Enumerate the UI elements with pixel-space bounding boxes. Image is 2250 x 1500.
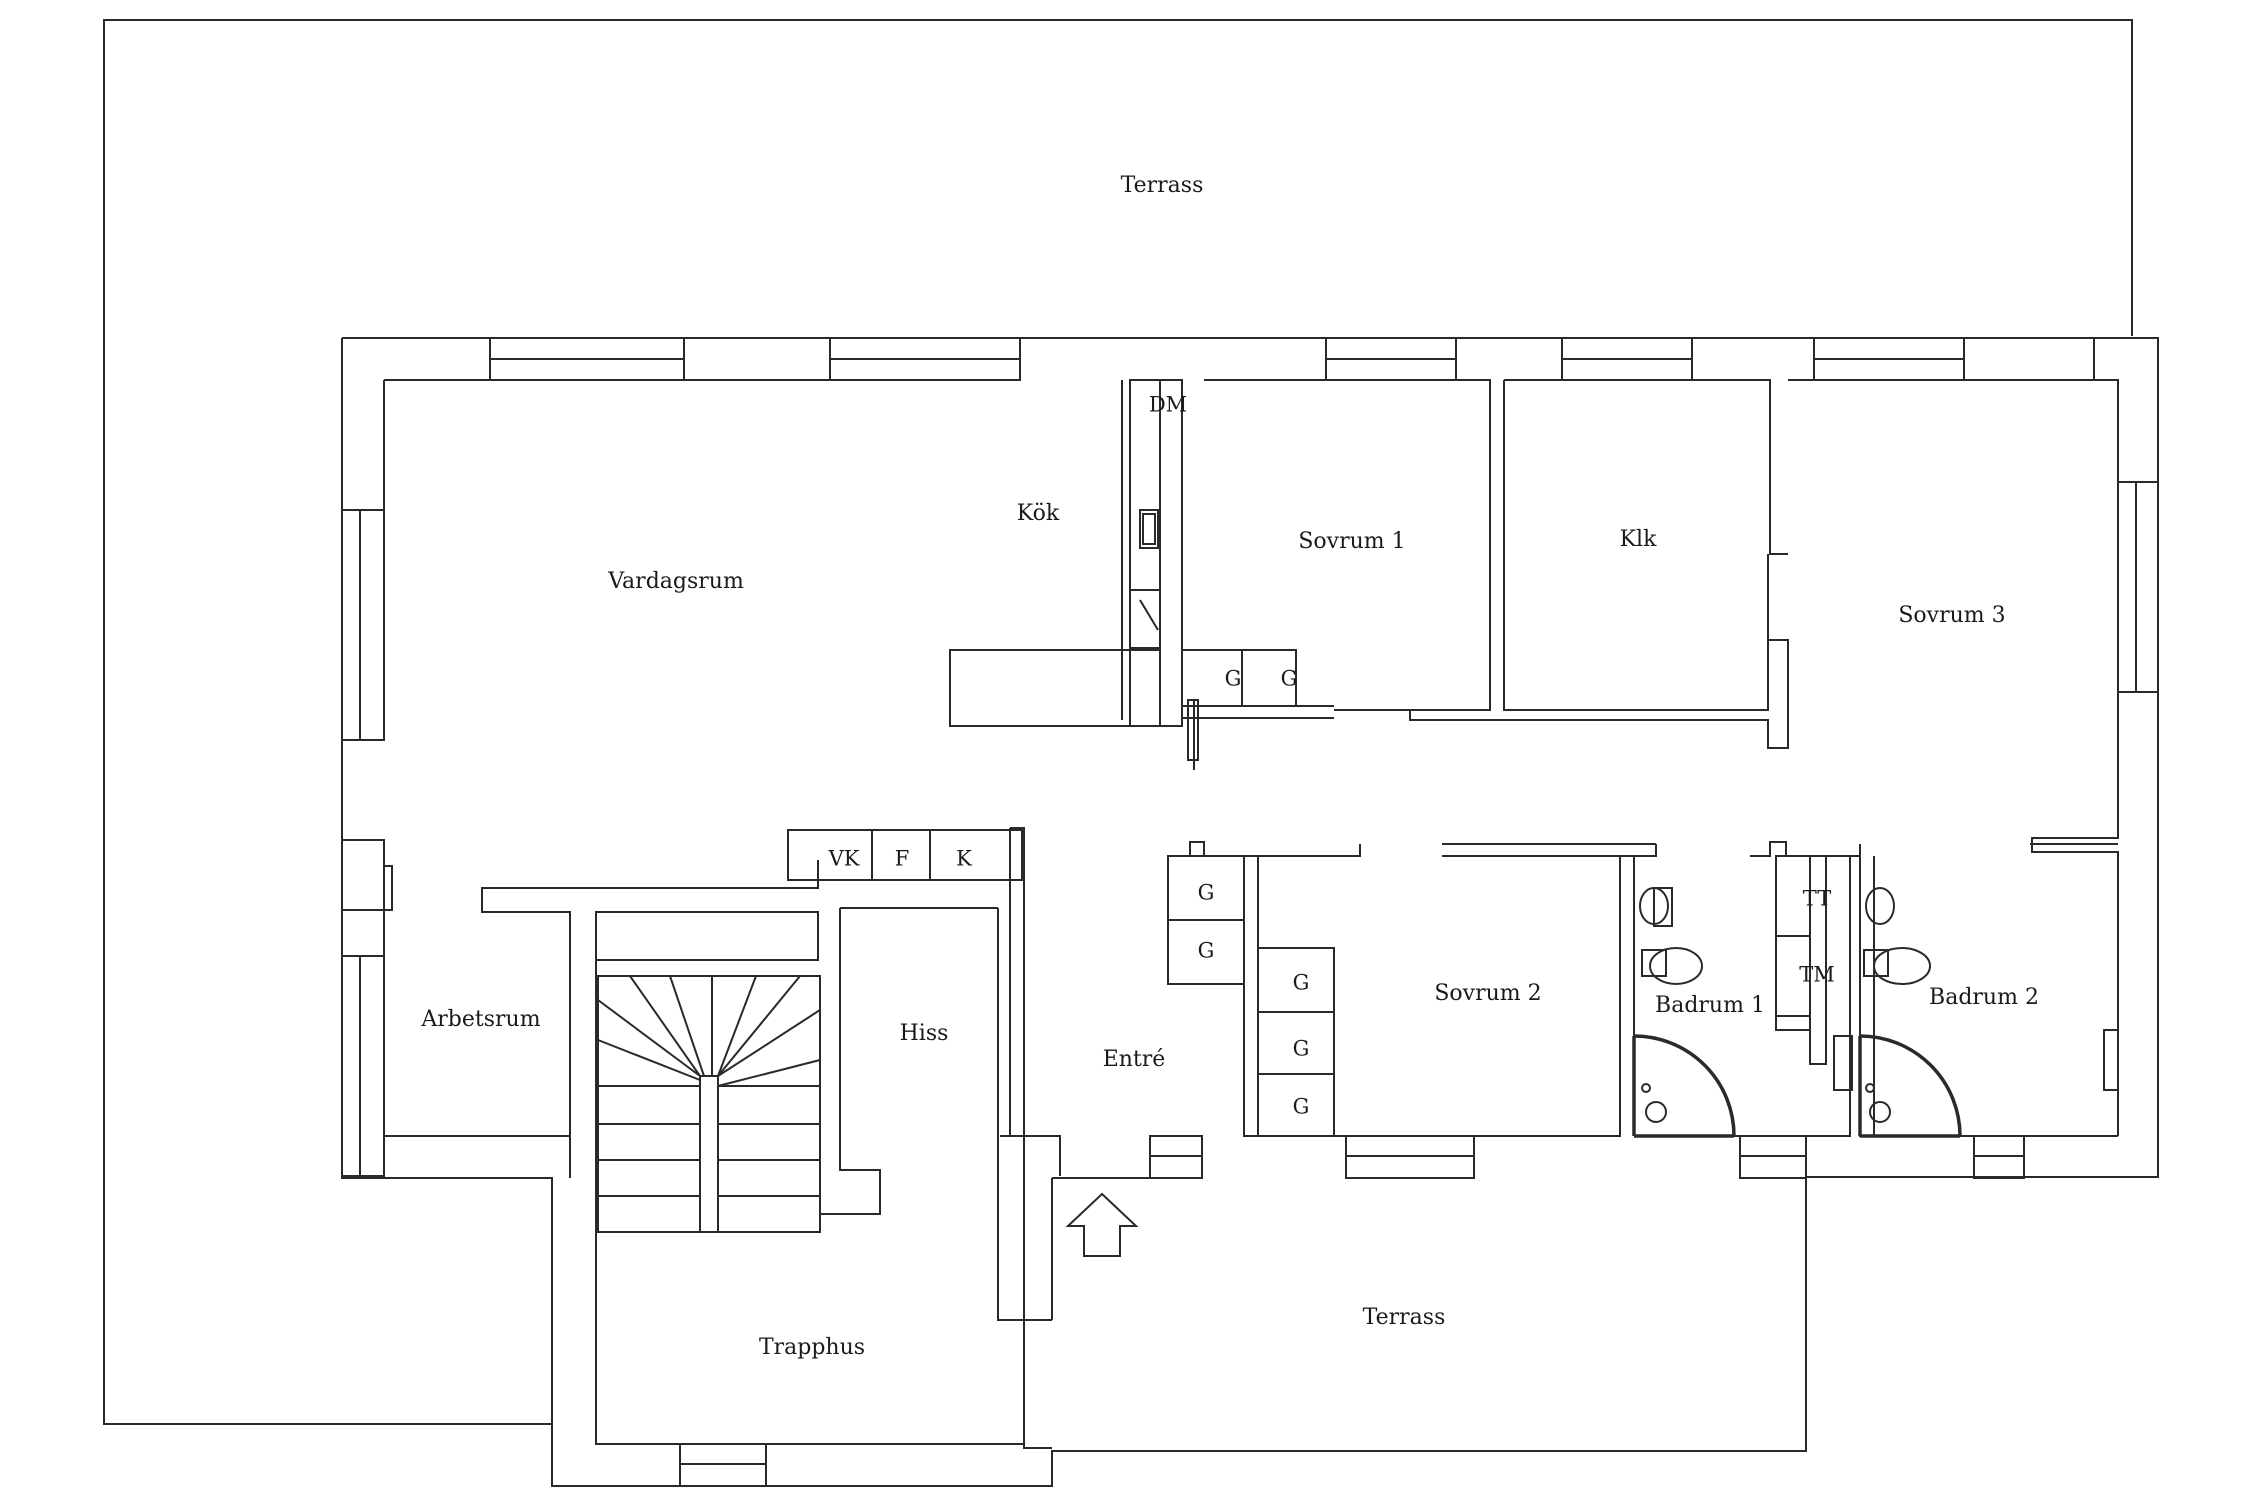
room-label-elevator: Hiss	[900, 1021, 949, 1046]
fixture-label-wardrobe: G	[1293, 971, 1310, 995]
building-outline	[341, 337, 2159, 1487]
fixture-label-water-heater: VK	[828, 847, 860, 871]
fixture-label-dryer: TT	[1803, 887, 1831, 911]
fixture-label-wardrobe: G	[1198, 881, 1215, 905]
fixture-label-fridge: K	[956, 847, 972, 871]
fixture-label-wardrobe: G	[1293, 1037, 1310, 1061]
room-label-stairwell: Trapphus	[759, 1335, 865, 1360]
up-arrow-icon	[1065, 1192, 1139, 1257]
room-label-bedroom-1: Sovrum 1	[1298, 529, 1405, 554]
room-label-terrace-top: Terrass	[1121, 173, 1204, 198]
fixture-label-wardrobe: G	[1225, 667, 1242, 691]
fixture-label-wardrobe: G	[1198, 939, 1215, 963]
room-label-walk-in-closet: Klk	[1620, 527, 1657, 552]
room-label-terrace-bottom: Terrass	[1363, 1305, 1446, 1330]
fixture-label-washer: TM	[1799, 963, 1835, 987]
room-label-living-room: Vardagsrum	[607, 569, 744, 594]
fixture-label-freezer: F	[895, 847, 910, 871]
room-label-bathroom-1: Badrum 1	[1655, 993, 1765, 1018]
room-label-study: Arbetsrum	[420, 1007, 540, 1032]
room-label-kitchen: Kök	[1017, 501, 1060, 526]
room-label-bedroom-2: Sovrum 2	[1434, 981, 1541, 1006]
room-label-bathroom-2: Badrum 2	[1929, 985, 2039, 1010]
fixture-label-wardrobe: G	[1281, 667, 1298, 691]
terrace-outline	[103, 19, 2133, 1425]
fixture-label-dishwasher: DM	[1149, 393, 1187, 417]
room-label-bedroom-3: Sovrum 3	[1898, 603, 2005, 628]
fixture-label-wardrobe: G	[1293, 1095, 1310, 1119]
room-label-entrance: Entré	[1103, 1047, 1166, 1072]
